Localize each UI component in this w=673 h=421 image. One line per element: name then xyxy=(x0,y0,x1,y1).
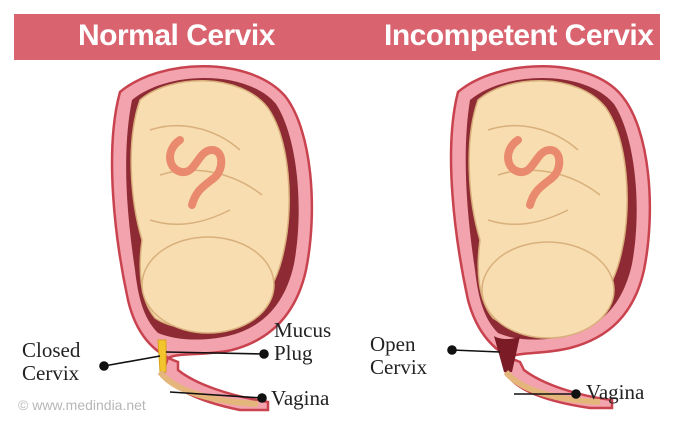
leader-closed-cervix xyxy=(104,356,160,366)
leader-dot-vagina-right xyxy=(572,390,580,398)
leader-open-cervix xyxy=(452,350,500,352)
leader-dot-vagina-left xyxy=(258,394,266,402)
leader-dot-mucus-plug xyxy=(260,350,268,358)
label-closed-cervix: Closed Cervix xyxy=(22,339,80,385)
incompetent-uterus xyxy=(451,66,650,408)
leader-dot-closed-cervix xyxy=(100,362,108,370)
label-open-cervix: Open Cervix xyxy=(370,333,427,379)
leader-dot-open-cervix xyxy=(448,346,456,354)
label-mucus-plug: Mucus Plug xyxy=(274,319,331,365)
label-vagina-left: Vagina xyxy=(271,387,329,410)
label-vagina-right: Vagina xyxy=(586,381,644,404)
fetus-head-left xyxy=(142,237,274,333)
watermark: © www.medindia.net xyxy=(18,397,146,413)
fetus-head-right xyxy=(482,242,614,338)
